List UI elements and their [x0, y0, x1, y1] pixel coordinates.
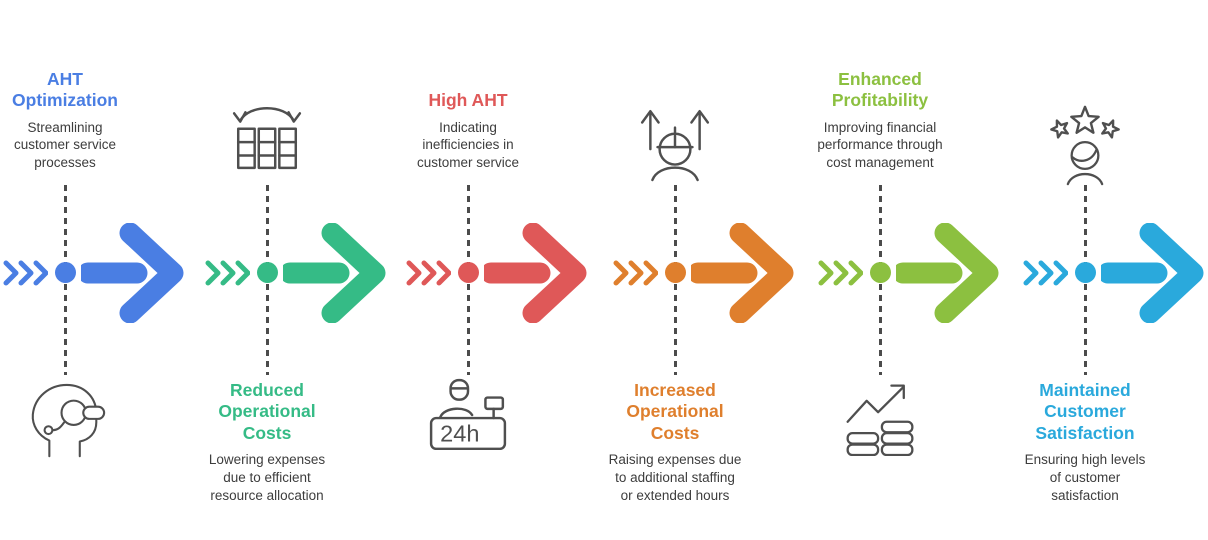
stage-text-block: Maintained Customer Satisfaction Ensurin…	[983, 380, 1187, 504]
flow-arrow-icon	[691, 223, 794, 323]
stage-description: Indicating inefficiencies in customer se…	[416, 119, 520, 171]
stage-text-block: Reduced Operational Costs Lowering expen…	[165, 380, 369, 504]
stage-text-block: High AHT Indicating inefficiencies in cu…	[366, 0, 570, 172]
stage-text-block: AHT Optimization Streamlining customer s…	[0, 0, 167, 172]
triple-chevron-icon	[205, 260, 250, 286]
stage-text-block: Enhanced Profitability Improving financi…	[778, 0, 982, 172]
triple-chevron-icon	[818, 260, 863, 286]
stage-title: Increased Operational Costs	[626, 380, 724, 443]
stage-title: Maintained Customer Satisfaction	[1035, 380, 1135, 443]
service-desk-24h-icon: 24h	[366, 378, 570, 452]
flow-arrow-icon	[896, 223, 999, 323]
stage-increased-operational-costs: Increased Operational Costs Raising expe…	[573, 0, 794, 540]
stage-title: Reduced Operational Costs	[218, 380, 316, 443]
stage-description: Improving financial performance through …	[817, 119, 943, 171]
timeline-dot	[869, 262, 891, 283]
flow-arrow-icon	[283, 223, 386, 323]
timeline-dot	[256, 262, 278, 283]
stage-title: High AHT	[428, 90, 508, 111]
stage-high-aht: High AHT Indicating inefficiencies in cu…	[366, 0, 587, 540]
triple-chevron-icon	[1023, 260, 1068, 286]
triple-chevron-icon	[613, 260, 658, 286]
stage-description: Raising expenses due to additional staff…	[608, 452, 742, 503]
stage-description: Streamlining customer service processes	[13, 119, 117, 171]
customer-stars-icon	[983, 104, 1187, 186]
timeline-dot	[54, 262, 76, 283]
stage-title: AHT Optimization	[12, 68, 118, 111]
stage-reduced-operational-costs: Reduced Operational Costs Lowering expen…	[165, 0, 386, 540]
stage-enhanced-profitability: Enhanced Profitability Improving financi…	[778, 0, 999, 540]
headset-person-icon	[0, 378, 167, 458]
timeline-dot	[457, 262, 479, 283]
triple-chevron-icon	[406, 260, 451, 286]
stage-maintained-customer-satisfaction: Maintained Customer Satisfaction Ensurin…	[983, 0, 1204, 540]
flow-arrow-icon	[1101, 223, 1204, 323]
stage-description: Lowering expenses due to efficient resou…	[208, 452, 326, 503]
stage-aht-optimization: AHT Optimization Streamlining customer s…	[0, 0, 184, 540]
worker-up-arrows-icon	[573, 104, 777, 182]
desk-24h-label: 24h	[440, 421, 479, 447]
timeline-dot	[1074, 262, 1096, 283]
flow-arrow-icon	[484, 223, 587, 323]
resource-columns-icon	[165, 104, 369, 170]
timeline-dot	[664, 262, 686, 283]
triple-chevron-icon	[3, 260, 48, 286]
profit-chart-coins-icon	[778, 378, 982, 456]
stage-text-block: Increased Operational Costs Raising expe…	[573, 380, 777, 504]
flow-arrow-icon	[81, 223, 184, 323]
stage-description: Ensuring high levels of customer satisfa…	[1024, 452, 1146, 503]
stage-title: Enhanced Profitability	[831, 68, 929, 111]
